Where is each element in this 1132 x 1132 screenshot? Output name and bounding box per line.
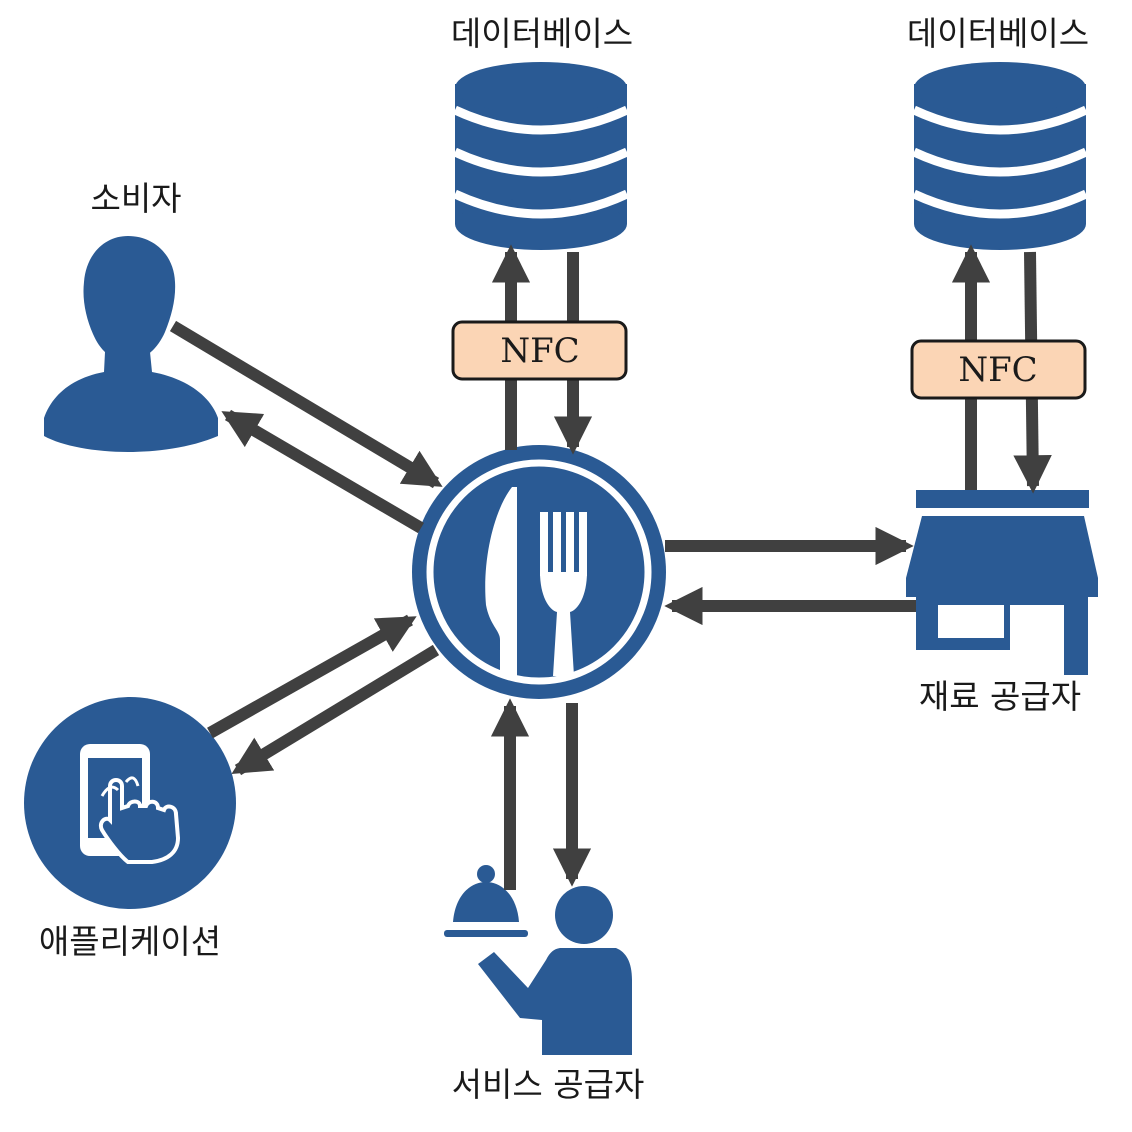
application-label: 애플리케이션 [39, 922, 221, 961]
consumer-label: 소비자 [90, 179, 181, 218]
smartphone-touch-icon [24, 697, 236, 909]
arrow-center-to-consumer [221, 409, 425, 534]
database-icon [912, 62, 1088, 250]
waiter-cloche-icon [444, 865, 632, 1055]
storefront-icon [906, 490, 1098, 675]
nfc-box-left: NFC [451, 320, 628, 381]
person-icon [44, 236, 218, 452]
arrow-center-to-application [231, 644, 440, 776]
nfc-right-label: NFC [958, 350, 1037, 390]
material-supplier-label: 재료 공급자 [919, 677, 1081, 716]
db-left-label: 데이터베이스 [451, 14, 633, 53]
nfc-left-label: NFC [500, 331, 579, 371]
arrow-application-to-center [207, 614, 417, 739]
db-right-label: 데이터베이스 [907, 14, 1089, 53]
arrow-consumer-to-center [169, 320, 443, 489]
restaurant-knife-fork-icon [412, 445, 666, 699]
database-icon [453, 62, 629, 250]
nfc-box-right: NFC [910, 339, 1087, 400]
service-provider-label: 서비스 공급자 [452, 1065, 645, 1104]
